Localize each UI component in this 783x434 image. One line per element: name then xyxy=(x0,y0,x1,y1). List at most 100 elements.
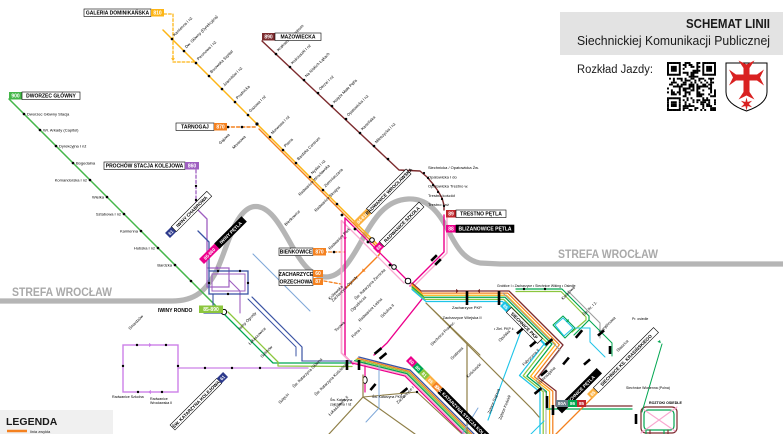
svg-text:Siechnice Prawoc.: Siechnice Prawoc. xyxy=(429,320,456,347)
svg-text:81: 81 xyxy=(421,371,428,378)
svg-text:85: 85 xyxy=(589,390,596,397)
svg-text:Smardzów: Smardzów xyxy=(127,314,144,331)
svg-text:Komandorska I nż: Komandorska I nż xyxy=(55,178,87,183)
svg-text:Siechnice Wiosenna (Polna): Siechnice Wiosenna (Polna) xyxy=(626,386,670,390)
svg-text:Polna I: Polna I xyxy=(350,326,362,338)
svg-text:TARNOGAJ: TARNOGAJ xyxy=(181,125,209,131)
svg-text:Kamienna: Kamienna xyxy=(120,229,139,234)
svg-text:STREFA WROCŁAW: STREFA WROCŁAW xyxy=(558,249,658,261)
svg-text:Piwna: Piwna xyxy=(283,136,295,148)
svg-text:Św. Katarzyna PKP II: Św. Katarzyna PKP II xyxy=(372,394,405,399)
svg-text:860: 860 xyxy=(188,164,197,170)
svg-text:Wielka: Wielka xyxy=(92,195,105,200)
svg-text:Na Niskich Łąkach: Na Niskich Łąkach xyxy=(304,51,331,78)
svg-text:Rozkład Jazdy:: Rozkład Jazdy: xyxy=(577,64,653,76)
svg-text:87: 87 xyxy=(315,279,321,285)
svg-text:ORZECHOWA: ORZECHOWA xyxy=(279,280,312,286)
svg-text:900: 900 xyxy=(11,94,20,100)
svg-text:IWINY PĘTLA: IWINY PĘTLA xyxy=(219,220,244,245)
svg-text:Radwanice Szkolna: Radwanice Szkolna xyxy=(112,395,144,399)
svg-text:linia zwykła: linia zwykła xyxy=(30,429,51,434)
svg-text:Opatowicka Trestno w.: Opatowicka Trestno w. xyxy=(428,184,468,189)
svg-text:Bogedaina: Bogedaina xyxy=(76,161,96,166)
svg-text:• Zacharzyce Wiejska II: • Zacharzyce Wiejska II xyxy=(440,315,482,320)
svg-text:Radwanice: Radwanice xyxy=(150,397,168,401)
svg-text:Groblice I • Zacharzyce • Siec: Groblice I • Zacharzyce • Siechnice Wiki… xyxy=(497,284,576,288)
svg-text:Zębice Kościół: Zębice Kościół xyxy=(497,394,511,420)
svg-text:STREFA WROCŁAW: STREFA WROCŁAW xyxy=(12,287,112,299)
svg-text:MAZOWIECKA: MAZOWIECKA xyxy=(281,35,316,41)
svg-text:870: 870 xyxy=(216,125,225,131)
svg-text:Bardzka Centrum: Bardzka Centrum xyxy=(296,135,322,161)
svg-text:Sulęcin: Sulęcin xyxy=(277,392,290,405)
svg-text:Opatowicka I do: Opatowicka I do xyxy=(428,174,457,179)
svg-text:Iwiny Ogrody: Iwiny Ogrody xyxy=(237,311,257,331)
svg-text:Księże Małe Pętla: Księże Małe Pętla xyxy=(332,77,359,104)
svg-text:Trestno kościół: Trestno kościół xyxy=(428,193,455,198)
svg-text:Grabowa: Grabowa xyxy=(449,345,465,361)
svg-text:PROCHÓW STACJA KOLEJOWA: PROCHÓW STACJA KOLEJOWA xyxy=(106,162,184,170)
svg-text:ZACHARZYCE: ZACHARZYCE xyxy=(279,272,314,278)
svg-text:Staszica: Staszica xyxy=(615,338,630,353)
svg-text:ROZTOKI OSIEDLE: ROZTOKI OSIEDLE xyxy=(649,401,682,405)
svg-text:DWORZEC GŁÓWNY: DWORZEC GŁÓWNY xyxy=(26,92,76,100)
svg-text:890: 890 xyxy=(264,35,273,41)
svg-text:Radwanice Skrajna: Radwanice Skrajna xyxy=(313,184,341,212)
svg-text:Szkolna II: Szkolna II xyxy=(379,303,395,319)
svg-text:RADWANICE SZKOŁA: RADWANICE SZKOŁA xyxy=(383,205,421,243)
svg-text:• Ziel. PKP ż.: • Ziel. PKP ż. xyxy=(494,327,514,331)
svg-text:88: 88 xyxy=(375,244,382,251)
svg-text:87: 87 xyxy=(433,384,440,391)
svg-text:Hubska I nż: Hubska I nż xyxy=(134,246,155,251)
svg-text:Peronowa I nż: Peronowa I nż xyxy=(196,40,218,62)
svg-text:Kościuszki I nż: Kościuszki I nż xyxy=(290,43,312,65)
svg-text:88: 88 xyxy=(448,227,454,233)
svg-text:zajezdnia I nż: zajezdnia I nż xyxy=(330,403,352,407)
svg-text:85: 85 xyxy=(427,377,434,384)
svg-text:Sztabowa I nż: Sztabowa I nż xyxy=(96,212,121,217)
svg-text:85-860: 85-860 xyxy=(203,247,217,261)
svg-text:Pr. osiedle: Pr. osiedle xyxy=(632,317,648,321)
svg-text:Bardzka: Bardzka xyxy=(157,263,172,268)
svg-text:TRESTNO PĘTLA: TRESTNO PĘTLA xyxy=(460,212,502,218)
svg-text:85-890: 85-890 xyxy=(203,307,219,313)
svg-text:80A: 80A xyxy=(558,401,567,406)
svg-text:RADWANICE WROCŁAWSKA: RADWANICE WROCŁAWSKA xyxy=(365,167,414,216)
svg-text:60: 60 xyxy=(408,358,415,365)
svg-text:Zębice Gajowa: Zębice Gajowa xyxy=(486,387,501,414)
svg-text:Wr. Arkady (Capitol): Wr. Arkady (Capitol) xyxy=(43,128,79,133)
svg-text:80: 80 xyxy=(414,365,421,372)
svg-text:61: 61 xyxy=(219,374,226,381)
svg-text:89: 89 xyxy=(448,212,454,218)
svg-text:Siechnicka / Opatowicka Żw.: Siechnicka / Opatowicka Żw. xyxy=(428,165,479,170)
svg-text:Kościuszki: Kościuszki xyxy=(465,362,482,379)
svg-text:Wrocławska II: Wrocławska II xyxy=(150,401,172,405)
svg-text:Prudnicka: Prudnicka xyxy=(235,84,252,101)
svg-text:Morwowa: Morwowa xyxy=(231,134,247,150)
svg-text:Karwińska: Karwińska xyxy=(360,114,377,131)
svg-text:BIEŃKOWICE: BIEŃKOWICE xyxy=(280,248,313,256)
svg-text:870: 870 xyxy=(315,250,324,256)
svg-text:IWINY RONDO: IWINY RONDO xyxy=(158,308,192,314)
svg-text:Łukaszowice: Łukaszowice xyxy=(247,325,267,345)
svg-text:Borowska Szpital: Borowska Szpital xyxy=(209,49,234,74)
svg-text:Św. Katarzyna: Św. Katarzyna xyxy=(330,397,352,402)
svg-text:Gajowa: Gajowa xyxy=(218,132,232,146)
svg-text:SCHEMAT LINII: SCHEMAT LINII xyxy=(686,17,770,31)
svg-text:GALERIA DOMINIKAŃSKA: GALERIA DOMINIKAŃSKA xyxy=(86,9,150,17)
svg-text:85: 85 xyxy=(502,303,509,310)
svg-text:Kamienna I nż: Kamienna I nż xyxy=(172,16,194,38)
svg-text:Joannitów I nż: Joannitów I nż xyxy=(222,66,244,88)
svg-text:Okrzei I nż: Okrzei I nż xyxy=(318,74,335,91)
svg-text:Dworzec Główny Stacja: Dworzec Główny Stacja xyxy=(27,112,70,117)
svg-text:86: 86 xyxy=(570,401,576,406)
svg-text:61: 61 xyxy=(167,229,174,236)
svg-text:810: 810 xyxy=(153,11,162,17)
svg-text:Morwowa I nż: Morwowa I nż xyxy=(270,114,291,135)
svg-text:Gazowa I nż: Gazowa I nż xyxy=(248,94,267,113)
svg-text:Radwanice Park: Radwanice Park xyxy=(327,227,351,251)
svg-text:60: 60 xyxy=(315,271,321,277)
svg-text:IWINY CHABROWA: IWINY CHABROWA xyxy=(175,195,209,229)
svg-text:Dyrekcyjna I nż: Dyrekcyjna I nż xyxy=(59,144,86,149)
svg-text:Św. Katarzyna Żernicka: Św. Katarzyna Żernicka xyxy=(353,267,387,301)
